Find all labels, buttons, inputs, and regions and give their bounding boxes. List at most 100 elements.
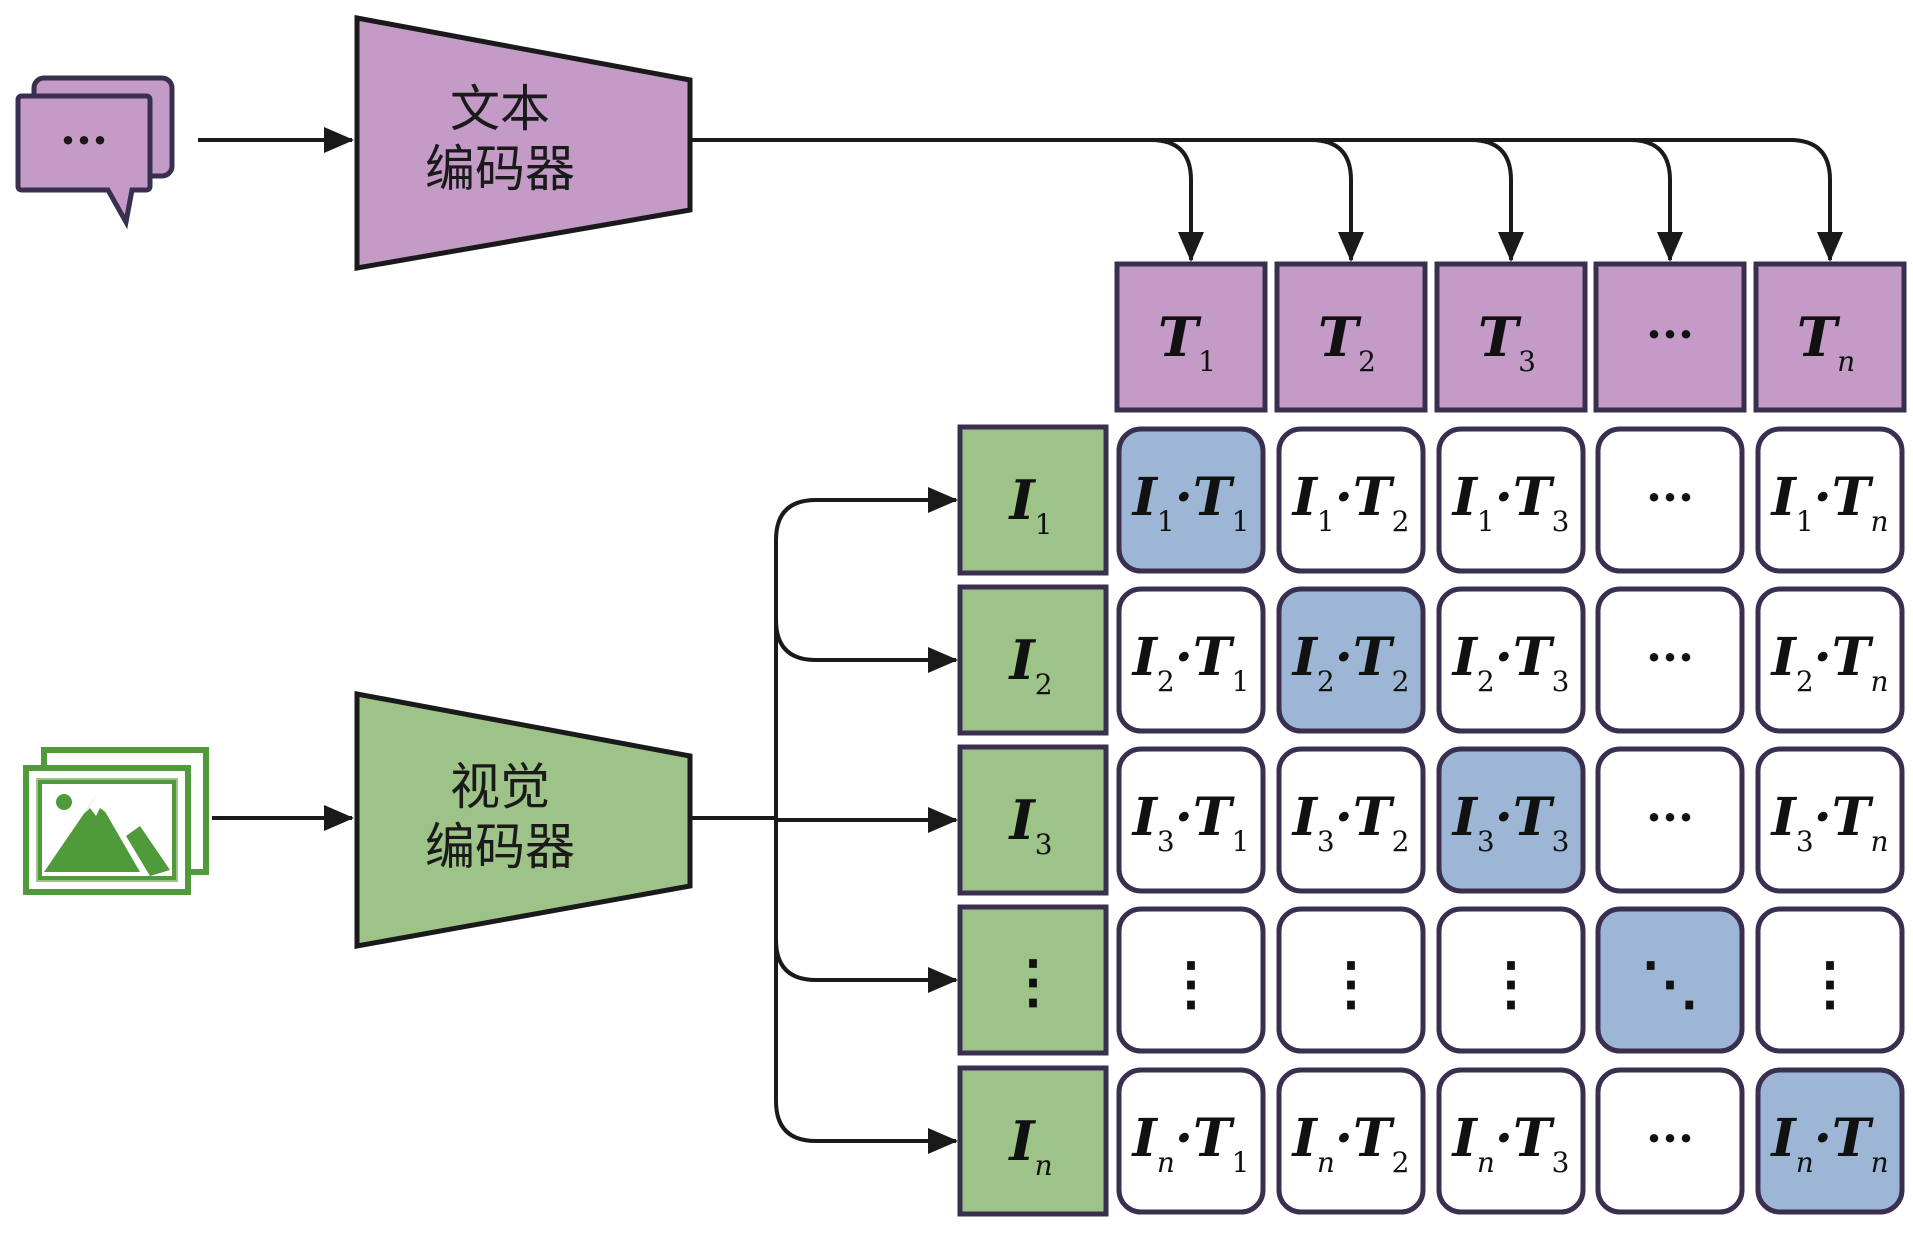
matrix-cell-label: ⋮	[1162, 949, 1220, 1017]
image-token-label: I1	[1007, 468, 1052, 541]
matrix-cell-label: I3·Tn	[1769, 787, 1888, 858]
matrix-cell: ⋮	[1436, 906, 1586, 1054]
matrix-cell-label: I2·T1	[1131, 627, 1250, 698]
matrix-cell-diagonal-box	[1595, 906, 1745, 1054]
matrix-cell-box	[1276, 1067, 1426, 1215]
matrix-cell-box	[1116, 746, 1266, 894]
text-encoder-connectors	[692, 138, 1843, 262]
image-stack-icon	[23, 747, 209, 895]
matrix-cell: ···	[1595, 586, 1745, 734]
image-token-arrow	[774, 939, 958, 993]
matrix-cell-diagonal-box	[1755, 1067, 1905, 1215]
matrix-cell-box	[1595, 1067, 1745, 1215]
vision-encoder-label-line2: 编码器	[425, 818, 575, 876]
matrix-cell-diagonal-box	[1116, 426, 1266, 574]
image-token-2: I2	[957, 584, 1109, 736]
matrix-cell-box	[1436, 1067, 1586, 1215]
text-token-box	[1593, 261, 1747, 413]
matrix-cell-label: In·T3	[1450, 1108, 1569, 1179]
matrix-cell-box	[1436, 586, 1586, 734]
matrix-cell-label: I1·T3	[1451, 467, 1570, 538]
matrix-cell: In·Tn	[1755, 1067, 1905, 1215]
matrix-cell-label: I1·T1	[1131, 467, 1250, 538]
text-encoder: 文本 编码器	[354, 14, 693, 271]
text-token-5: Tn	[1753, 261, 1907, 413]
matrix-cell-label: I3·T2	[1291, 787, 1410, 858]
text-token-arrow	[1629, 138, 1683, 262]
image-token-box	[957, 584, 1109, 736]
vision-encoder-label-line1: 视觉	[450, 758, 550, 816]
matrix-cell: I2·T2	[1276, 586, 1426, 734]
matrix-cell: I3·T2	[1276, 746, 1426, 894]
matrix-cell: I2·Tn	[1755, 586, 1905, 734]
image-token-box	[957, 904, 1109, 1056]
matrix-cell-label: ⋮	[1801, 949, 1859, 1017]
image-token-3: I3	[957, 744, 1109, 896]
matrix-cell-box	[1595, 746, 1745, 894]
matrix-cell-label: In·T2	[1290, 1108, 1409, 1179]
matrix-cell-box	[1276, 426, 1426, 574]
matrix-cell: I1·T1	[1116, 426, 1266, 574]
text-token-box	[1274, 261, 1428, 413]
matrix-cell: I1·T2	[1276, 426, 1426, 574]
matrix-cell: I2·T1	[1116, 586, 1266, 734]
image-token-1: I1	[957, 424, 1109, 576]
text-token-arrow	[1150, 138, 1204, 262]
matrix-cell: I2·T3	[1436, 586, 1586, 734]
matrix-cell-box	[1116, 586, 1266, 734]
matrix-cell-diagonal-box	[1276, 586, 1426, 734]
text-token-arrow	[1470, 138, 1524, 262]
image-token-label: ⋮	[1004, 947, 1062, 1015]
text-token-2: T2	[1274, 261, 1428, 413]
matrix-cell-box	[1755, 426, 1905, 574]
matrix-cell-box	[1436, 426, 1586, 574]
text-token-4: ···	[1593, 261, 1747, 413]
matrix-cell: I3·T3	[1436, 746, 1586, 894]
text-token-arrow	[1310, 138, 1364, 262]
image-token-5: In	[957, 1065, 1109, 1217]
matrix-cell-label: I2·Tn	[1769, 627, 1888, 698]
image-token-arrow	[774, 619, 958, 673]
text-token-label: Tn	[1797, 305, 1855, 378]
matrix-cell-box	[1276, 906, 1426, 1054]
image-token-4: ⋮	[957, 904, 1109, 1056]
matrix-cell-label: I2·T3	[1451, 627, 1570, 698]
image-token-label: In	[1007, 1109, 1052, 1182]
text-token-label: T1	[1158, 305, 1216, 378]
matrix-cell-label: I2·T2	[1291, 627, 1410, 698]
matrix-cell-box	[1116, 906, 1266, 1054]
matrix-cell-label: ···	[1646, 630, 1694, 684]
matrix-cell-label: I1·T2	[1291, 467, 1410, 538]
matrix-cell: ⋱	[1595, 906, 1745, 1054]
text-token-box	[1434, 261, 1588, 413]
matrix-cell: I3·Tn	[1755, 746, 1905, 894]
text-token-label: T2	[1318, 305, 1376, 378]
matrix-cell: ···	[1595, 426, 1745, 574]
matrix-cell: In·T1	[1116, 1067, 1266, 1215]
text-token-3: T3	[1434, 261, 1588, 413]
matrix-cell-label: In·Tn	[1769, 1108, 1888, 1179]
matrix-cell: ⋮	[1116, 906, 1266, 1054]
text-token-label: ···	[1646, 307, 1694, 361]
matrix-cell: ···	[1595, 1067, 1745, 1215]
matrix-cell-label: ⋮	[1322, 949, 1380, 1017]
text-encoder-label-line2: 编码器	[425, 140, 575, 198]
matrix-cell-box	[1436, 906, 1586, 1054]
matrix-cell: In·T2	[1276, 1067, 1426, 1215]
chat-bubbles-icon: ···	[15, 75, 175, 230]
image-token-label: I3	[1007, 788, 1052, 861]
matrix-cell-box	[1755, 586, 1905, 734]
text-token-label: T3	[1478, 305, 1536, 378]
matrix-cell-label: I3·T1	[1131, 787, 1250, 858]
image-token-box	[957, 1065, 1109, 1217]
image-token-label: I2	[1007, 628, 1052, 701]
matrix-cell-label: ⋱	[1641, 949, 1699, 1017]
matrix-cell: ⋮	[1276, 906, 1426, 1054]
matrix-cell-label: ···	[1646, 470, 1694, 524]
matrix-cell: I3·T1	[1116, 746, 1266, 894]
matrix-cell-diagonal-box	[1436, 746, 1586, 894]
